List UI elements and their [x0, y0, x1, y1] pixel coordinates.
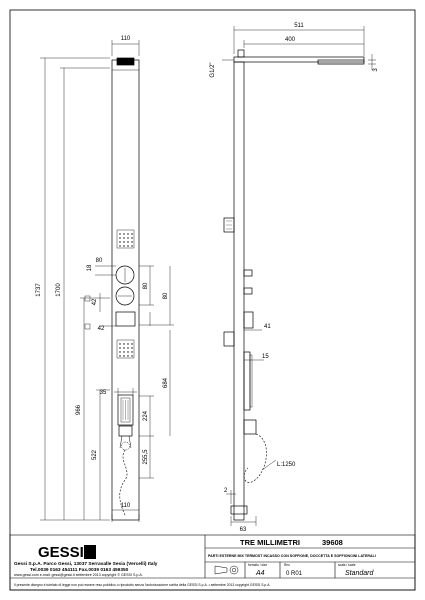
front-knob-lower	[115, 286, 135, 306]
format-label: formato / size	[248, 563, 267, 567]
upper-body-jets	[116, 229, 135, 249]
scale-value: Standard	[345, 570, 375, 577]
dim-side-15: 15	[262, 354, 269, 360]
side-knob-upper	[243, 269, 253, 277]
side-lower-jet	[223, 331, 235, 347]
title-block	[9, 534, 416, 591]
dim-side-511: 511	[294, 23, 304, 29]
side-handshower	[243, 351, 251, 411]
projection-symbol-icon	[214, 565, 239, 575]
dim-side-400: 400	[285, 37, 296, 43]
front-hose-outlet	[118, 425, 133, 437]
front-diverter-block	[115, 311, 136, 327]
footer-note: Il presente disegno è tutelato di legge …	[14, 583, 271, 587]
dim-224: 224	[143, 410, 149, 421]
front-top-connector	[116, 57, 135, 66]
gessi-logo: GESSI	[38, 544, 96, 561]
dim-front-width-top: 110	[121, 36, 131, 42]
dim-side-l1250: L:1250	[277, 462, 296, 468]
side-hose-outlet	[243, 419, 257, 435]
dim-side-63: 63	[240, 527, 247, 533]
product-code: 39608	[322, 538, 343, 547]
dim-height-966: 966	[76, 404, 82, 415]
rev-value: 0 R01	[286, 571, 303, 577]
rev-label: Rev.	[284, 563, 290, 567]
dim-42-b: 42	[98, 326, 105, 332]
logo-text: GESSI	[38, 544, 84, 561]
sheet-border	[9, 9, 416, 591]
side-diverter	[243, 311, 254, 329]
front-handshower-holder	[117, 394, 134, 426]
dim-side-g12: G1/2"	[210, 62, 216, 77]
dim-80-a: 80	[96, 258, 103, 264]
dim-side-41: 41	[264, 324, 271, 330]
dim-height-522: 522	[92, 449, 98, 460]
dim-height-1700: 1700	[56, 283, 62, 297]
dim-side-2: 2	[224, 488, 228, 494]
company-line-3: www.gessi.com e-mail: gessi@gessi.it set…	[14, 573, 143, 577]
dim-80-c: 80	[163, 292, 169, 299]
front-column	[111, 59, 140, 521]
company-line-1: Gessi S.p.A. Parco Gessi, 13037 Serraval…	[14, 561, 158, 567]
side-hose	[243, 433, 267, 483]
dim-35: 35	[100, 390, 107, 396]
side-base	[230, 505, 248, 515]
side-view	[223, 49, 365, 521]
dim-80-b: 80	[143, 282, 149, 289]
side-knob-lower	[243, 287, 253, 295]
dim-total-height: 1737	[36, 283, 42, 297]
dim-255: 255,5	[143, 449, 149, 465]
scale-label: scala / scale	[338, 563, 356, 567]
side-shower-arm	[233, 56, 365, 63]
dim-684: 684	[163, 377, 169, 388]
side-dimensions	[222, 26, 376, 526]
company-line-2: Tel.0039 0163 454111 Fax.0039 0163 45935…	[30, 567, 129, 573]
front-dimensions	[40, 40, 174, 522]
product-description: PARTI ESTERNE MIX TERMOST INCASSO CON SO…	[208, 554, 376, 558]
lower-body-jets	[116, 339, 135, 359]
front-view	[111, 57, 140, 521]
side-column	[233, 61, 245, 521]
dim-side-3: 3	[373, 68, 379, 72]
product-title: TRE MILLIMETRI	[240, 538, 300, 547]
dim-18: 18	[87, 264, 93, 271]
format-value: A4	[255, 570, 265, 577]
side-upper-jet	[223, 217, 235, 233]
dim-42-a: 42	[92, 298, 98, 305]
dim-front-width-bottom: 110	[121, 503, 131, 509]
